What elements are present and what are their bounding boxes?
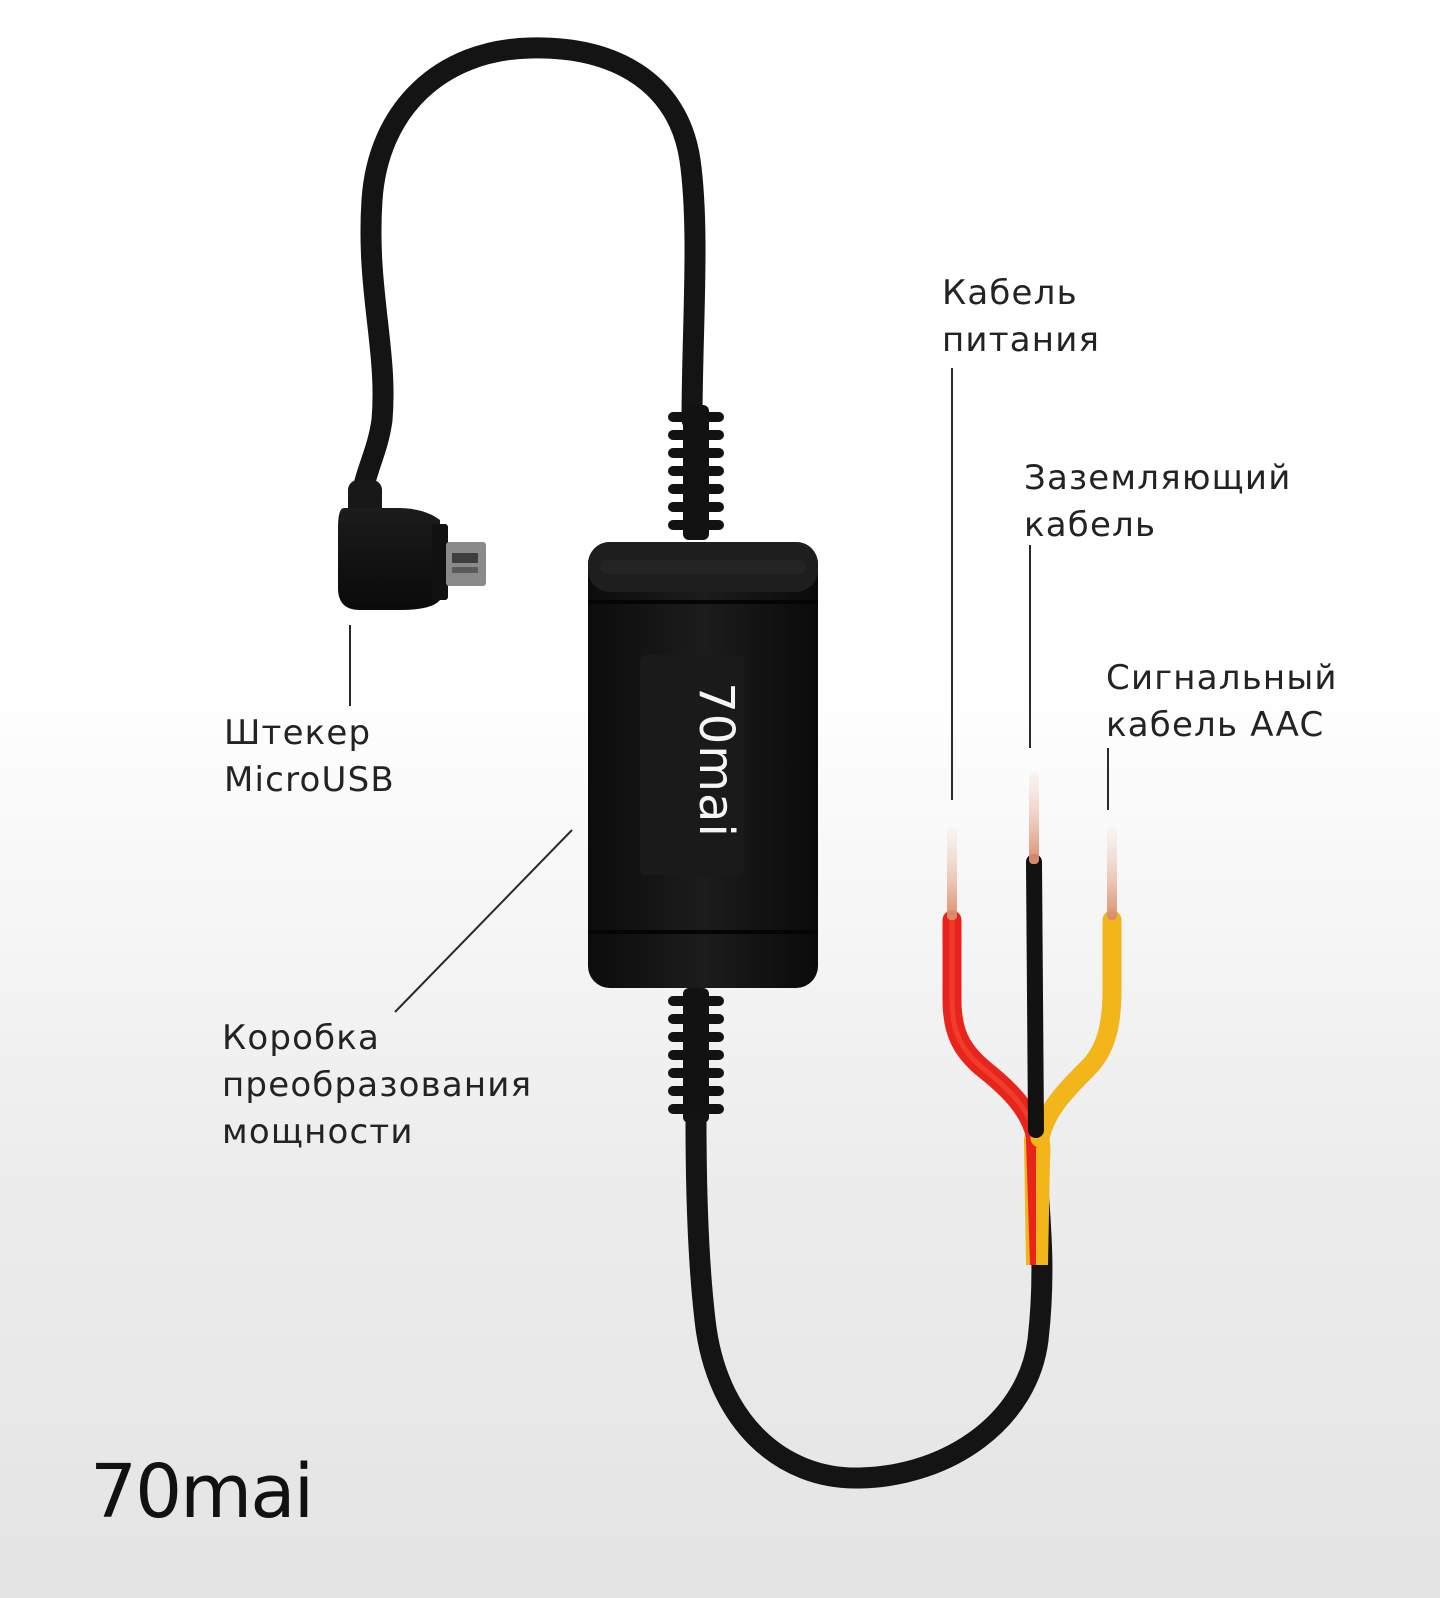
black-ground-wire [1026, 854, 1044, 1138]
signal-cable-label-line1: Сигнальный [1106, 658, 1338, 698]
microusb-plug-label: Штекер MicroUSB [224, 710, 395, 804]
bottom-strain-relief [668, 988, 724, 1123]
red-wire-highlight [949, 917, 1039, 1141]
lower-cable-loop [685, 1109, 1053, 1489]
ground-cable-label: Заземляющий кабель [1024, 455, 1292, 549]
power-cable-label-line1: Кабель [942, 273, 1078, 313]
ground-cable-label-line1: Заземляющий [1024, 458, 1292, 498]
yellow-signal-wire [1030, 910, 1122, 1148]
brand-logo-text: 70mai [90, 1455, 312, 1535]
converter-box-label-line2: преобразования [222, 1065, 533, 1105]
microusb-plug-label-line1: Штекер [224, 713, 372, 753]
converter-box-label-line1: Коробка [222, 1018, 381, 1058]
signal-cable-label-line2: кабель AAC [1106, 705, 1325, 745]
signal-wire-copper-end [1107, 828, 1117, 920]
power-wire-copper-end [947, 828, 957, 920]
red-power-wire [942, 910, 1046, 1148]
pointer-line-converter [394, 829, 573, 1013]
ground-wire-copper-end [1029, 772, 1039, 864]
signal-cable-label: Сигнальный кабель AAC [1106, 655, 1338, 749]
converter-box [588, 542, 818, 988]
converter-box-label: Коробка преобразования мощности [222, 1015, 532, 1156]
power-cable-label: Кабель питания [942, 270, 1100, 364]
ground-cable-label-line2: кабель [1024, 505, 1157, 545]
power-cable-label-line2: питания [942, 320, 1101, 360]
microusb-plug-label-line2: MicroUSB [224, 760, 395, 800]
microusb-plug [338, 508, 486, 610]
device-brand-text: 70mai [688, 682, 744, 838]
wire-split-sleeve [1024, 1130, 1051, 1265]
upper-cable-loop [351, 37, 706, 506]
top-strain-relief [668, 405, 724, 540]
converter-box-label-line3: мощности [222, 1112, 414, 1152]
brand-logo: 70mai [90, 1455, 314, 1535]
